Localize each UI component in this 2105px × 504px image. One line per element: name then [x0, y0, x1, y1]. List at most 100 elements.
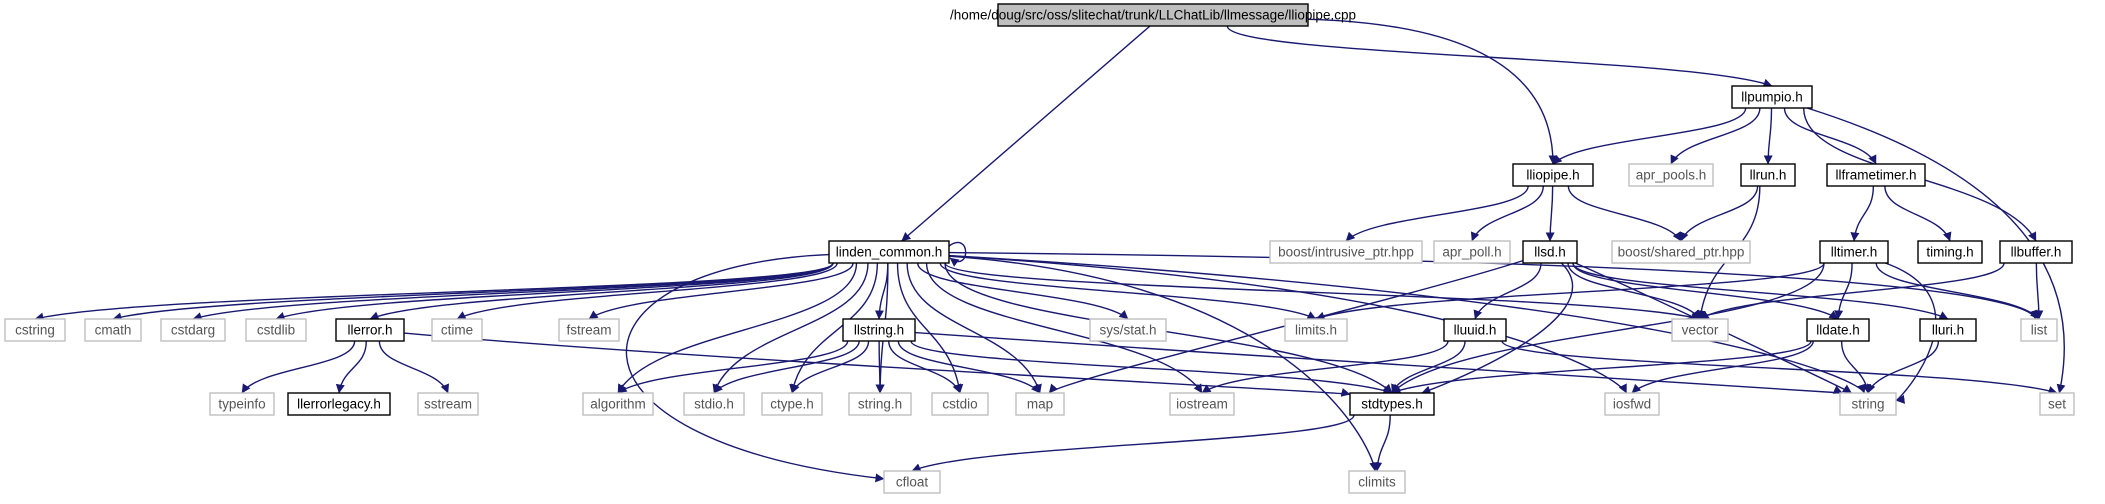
- node-box: [245, 318, 307, 342]
- node-label: lluuid.h: [1454, 323, 1497, 338]
- edge-root-to-linden_common_h: [901, 25, 1151, 242]
- node-llsd-h[interactable]: llsd.h: [1522, 240, 1578, 264]
- node-box: [1839, 392, 1897, 416]
- node-label: limits.h: [1295, 323, 1337, 338]
- node-lluuid-h[interactable]: lluuid.h: [1443, 318, 1507, 342]
- node-stdio-h: stdio.h: [683, 392, 745, 416]
- node-box: [558, 318, 620, 342]
- edge-llstring_h-to-stdtypes_h: [910, 340, 1393, 395]
- node-lliopipe-h[interactable]: lliopipe.h: [1512, 163, 1594, 187]
- node-label: algorithm: [590, 397, 646, 412]
- node-box: [683, 392, 745, 416]
- node-llerror-h[interactable]: llerror.h: [335, 318, 405, 342]
- node-string-h: string.h: [848, 392, 912, 416]
- node-box: [931, 392, 989, 416]
- node-label: map: [1027, 397, 1053, 412]
- edge-llsd_h-to-lldate_h: [1572, 262, 1839, 320]
- edge-llpumpio_h-to-lliopipe_h: [1552, 107, 1747, 165]
- edge-linden_common_h-to-climits: [948, 255, 1379, 472]
- node-map: map: [1015, 392, 1065, 416]
- edge-llframetimer_h-to-lltimer_h: [1850, 185, 1875, 242]
- edge-llpumpio_h-to-llframetimer_h: [1783, 107, 1877, 165]
- edge-lltimer_h-to-lldate_h: [1834, 262, 1853, 320]
- edge-root-to-llpumpio_h: [1226, 25, 1773, 88]
- node-llerrorlegacy-h[interactable]: llerrorlegacy.h: [287, 392, 391, 416]
- node-label: iostream: [1176, 397, 1228, 412]
- edge-llsd_h-to-vector: [1567, 262, 1701, 320]
- node-label: typeinfo: [218, 397, 265, 412]
- node-box: [1269, 240, 1423, 264]
- node-ctime: ctime: [431, 318, 483, 342]
- node-llbuffer-h[interactable]: llbuffer.h: [1999, 240, 2073, 264]
- node-algorithm: algorithm: [582, 392, 654, 416]
- edge-root-to-lliopipe_h: [1307, 18, 1558, 165]
- node-box: [1284, 318, 1348, 342]
- node-box: [582, 392, 654, 416]
- node-box: [4, 318, 66, 342]
- node-label: climits: [1358, 475, 1396, 490]
- node-lluri-h[interactable]: lluri.h: [1919, 318, 1977, 342]
- node-fstream: fstream: [558, 318, 620, 342]
- edge-stdtypes_h-to-cfloat: [911, 414, 1355, 472]
- node-box: [828, 240, 950, 264]
- node-label: cfloat: [896, 475, 929, 490]
- node-box: [842, 318, 916, 342]
- node-root[interactable]: /home/doug/src/oss/slitechat/trunk/LLCha…: [950, 3, 1356, 27]
- edge-llframetimer_h-to-timing_h: [1884, 185, 1952, 242]
- node-box: [2039, 392, 2075, 416]
- node-box: [1671, 318, 1729, 342]
- node-box: [1512, 163, 1594, 187]
- node-cstring: cstring: [4, 318, 66, 342]
- edge-llerror_h-to-typeinfo: [241, 340, 356, 394]
- node-llrun-h[interactable]: llrun.h: [1740, 163, 1796, 187]
- node-label: cstdlib: [257, 323, 295, 338]
- node-label: list: [2031, 323, 2048, 338]
- edge-linden_common_h-to-ctime: [456, 262, 838, 320]
- node-label: lltimer.h: [1831, 245, 1878, 260]
- node-lltimer-h[interactable]: lltimer.h: [1819, 240, 1889, 264]
- node-vector: vector: [1671, 318, 1729, 342]
- node-box: [1740, 163, 1796, 187]
- node-string: string: [1839, 392, 1897, 416]
- node-label: boost/shared_ptr.hpp: [1618, 245, 1745, 260]
- edge-linden_common_h-to-sys_stat_h: [916, 262, 1129, 320]
- node-llpumpio-h[interactable]: llpumpio.h: [1731, 85, 1813, 109]
- edge-llstring_h-to-stdio_h: [713, 340, 860, 394]
- edge-linden_common_h-to-algorithm: [617, 262, 858, 394]
- node-cfloat: cfloat: [883, 470, 941, 494]
- node-lldate-h[interactable]: lldate.h: [1806, 318, 1870, 342]
- node-box: [1819, 240, 1889, 264]
- node-box: [160, 318, 226, 342]
- node-box: [997, 3, 1309, 27]
- node-llstring-h[interactable]: llstring.h: [842, 318, 916, 342]
- edge-lldate_h-to-string: [1840, 340, 1872, 394]
- edge-llbuffer_h-to-list: [2034, 262, 2044, 320]
- node-box: [1349, 392, 1435, 416]
- node-linden-common-h[interactable]: linden_common.h: [828, 240, 950, 264]
- node-label: cstdio: [942, 397, 977, 412]
- node-label: iosfwd: [1613, 397, 1651, 412]
- node-label: /home/doug/src/oss/slitechat/trunk/LLCha…: [950, 8, 1356, 23]
- node-timing-h[interactable]: timing.h: [1917, 240, 1983, 264]
- node-box: [209, 392, 275, 416]
- edge-llpumpio_h-to-set: [1806, 107, 2066, 394]
- node-iostream: iostream: [1169, 392, 1235, 416]
- node-label: set: [2048, 397, 2066, 412]
- node-climits: climits: [1348, 470, 1406, 494]
- edge-linden_common_h-to-linden_common_h: [948, 241, 967, 267]
- node-box: [335, 318, 405, 342]
- edge-llerror_h-to-stdtypes_h: [403, 332, 1351, 397]
- node-box: [1999, 240, 2073, 264]
- node-llframetimer-h[interactable]: llframetimer.h: [1826, 163, 1926, 187]
- edge-llstring_h-to-algorithm: [617, 340, 849, 394]
- node-label: string.h: [858, 397, 902, 412]
- node-box: [84, 318, 142, 342]
- edge-llstring_h-to-map: [897, 340, 1041, 394]
- node-label: llpumpio.h: [1741, 90, 1803, 105]
- node-stdtypes-h[interactable]: stdtypes.h: [1349, 392, 1435, 416]
- node-label: sstream: [424, 397, 472, 412]
- node-box: [1015, 392, 1065, 416]
- edge-linden_common_h-to-map: [906, 262, 1042, 394]
- edge-linden_common_h-to-cstring: [34, 262, 834, 322]
- edge-linden_common_h-to-cstdlib: [275, 262, 834, 321]
